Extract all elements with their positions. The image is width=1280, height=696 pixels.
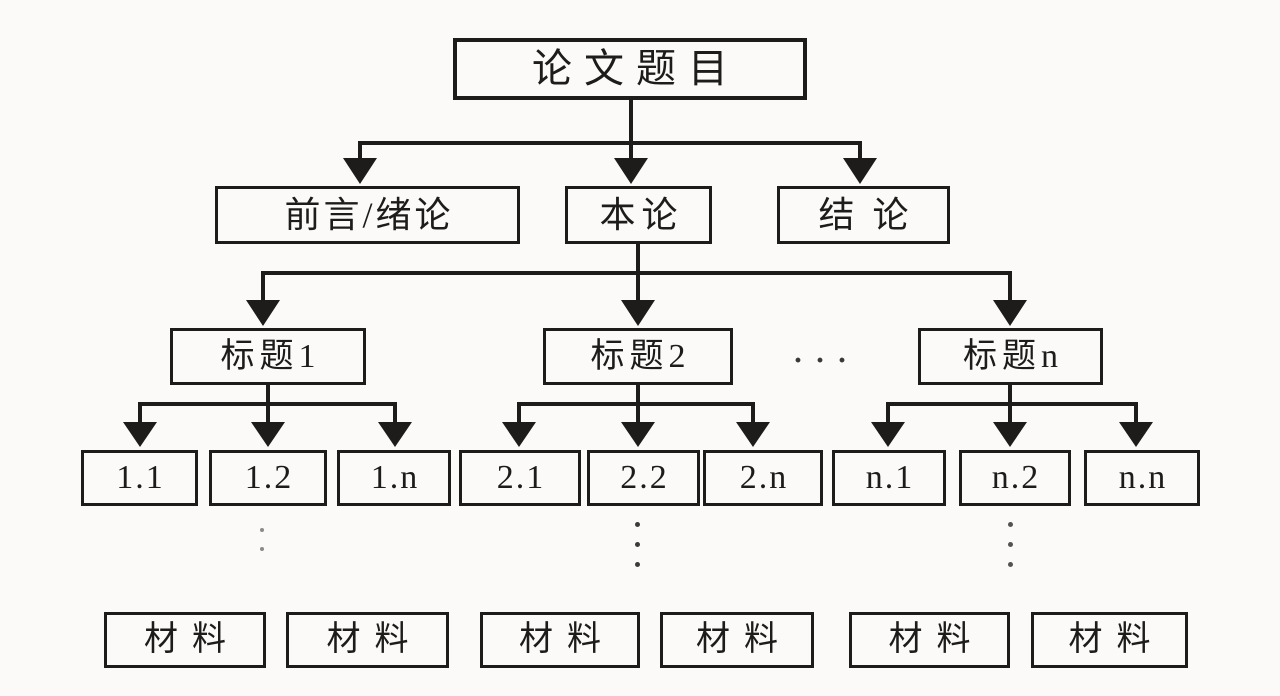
node-section-1-n: 1.n: [337, 450, 451, 506]
node-heading-n: 标题n: [918, 328, 1103, 385]
node-section-n-1: n.1: [832, 450, 946, 506]
node-section-n-n: n.n: [1084, 450, 1200, 506]
node-material-2: 材料: [286, 612, 449, 668]
node-section-n-2: n.2: [959, 450, 1071, 506]
node-material-1: 材料: [104, 612, 266, 668]
node-heading-1: 标题1: [170, 328, 366, 385]
connector-root-to-level2: [343, 100, 877, 184]
node-section-1-2: 1.2: [209, 450, 327, 506]
node-conclusion: 结论: [777, 186, 950, 244]
node-paper-title: 论文题目: [453, 38, 807, 100]
vertical-ellipsis-center: [635, 522, 640, 567]
node-section-2-n: 2.n: [703, 450, 823, 506]
connector-heading1-to-children: [123, 385, 412, 447]
node-main-body: 本论: [565, 186, 712, 244]
node-section-2-2: 2.2: [587, 450, 700, 506]
vertical-ellipsis-left: [260, 528, 264, 551]
node-material-3: 材料: [480, 612, 640, 668]
node-material-4: 材料: [660, 612, 814, 668]
connector-mainbody-to-level3: [246, 244, 1027, 326]
node-section-2-1: 2.1: [459, 450, 581, 506]
node-material-6: 材料: [1031, 612, 1188, 668]
vertical-ellipsis-right: [1008, 522, 1013, 567]
connector-heading2-to-children: [502, 385, 770, 447]
connector-headingn-to-children: [871, 385, 1153, 447]
node-material-5: 材料: [849, 612, 1010, 668]
node-preface-introduction: 前言/绪论: [215, 186, 520, 244]
horizontal-ellipsis: ···: [793, 344, 860, 377]
node-section-1-1: 1.1: [81, 450, 198, 506]
node-heading-2: 标题2: [543, 328, 733, 385]
